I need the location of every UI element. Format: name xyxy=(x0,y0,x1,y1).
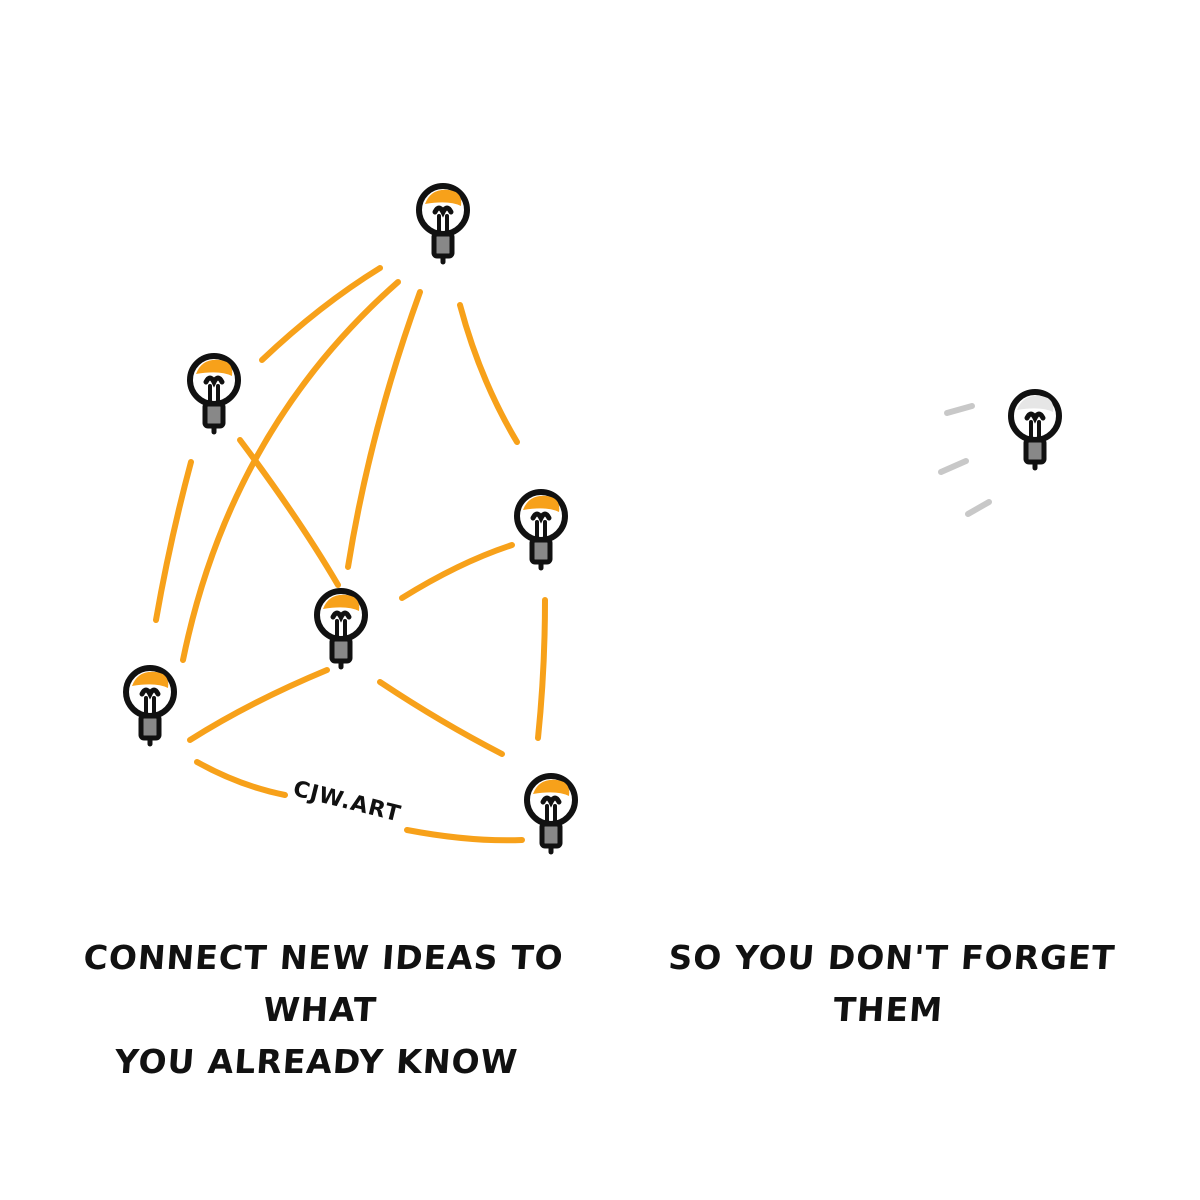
connection-line xyxy=(345,289,423,570)
lightbulb-icon xyxy=(517,492,565,568)
connection-line xyxy=(404,827,525,844)
connection-line xyxy=(194,759,288,798)
connection-line xyxy=(259,265,383,363)
connection-lines xyxy=(153,265,548,844)
connection-line xyxy=(187,667,330,743)
connection-line xyxy=(237,437,341,588)
lightbulb-icon xyxy=(419,186,467,262)
connection-line xyxy=(180,279,401,663)
connection-line xyxy=(399,542,515,601)
artist-signature: CJW.ART xyxy=(291,777,404,828)
lightbulb-icon xyxy=(1011,392,1059,468)
caption-dont-forget: SO YOU DON'T FORGET THEM xyxy=(667,938,1117,1029)
connection-line xyxy=(457,302,520,445)
connection-line xyxy=(535,597,548,741)
lightbulb-icon xyxy=(126,668,174,744)
lightbulb-icon xyxy=(527,776,575,852)
connection-line xyxy=(153,459,194,623)
connection-line xyxy=(377,679,505,757)
motion-lines-icon xyxy=(938,403,992,517)
lightbulb-icon xyxy=(190,356,238,432)
lone-idea xyxy=(938,392,1059,517)
lightbulb-icon xyxy=(317,591,365,667)
caption-connect-ideas: CONNECT NEW IDEAS TO WHAT YOU ALREADY KN… xyxy=(82,938,565,1081)
